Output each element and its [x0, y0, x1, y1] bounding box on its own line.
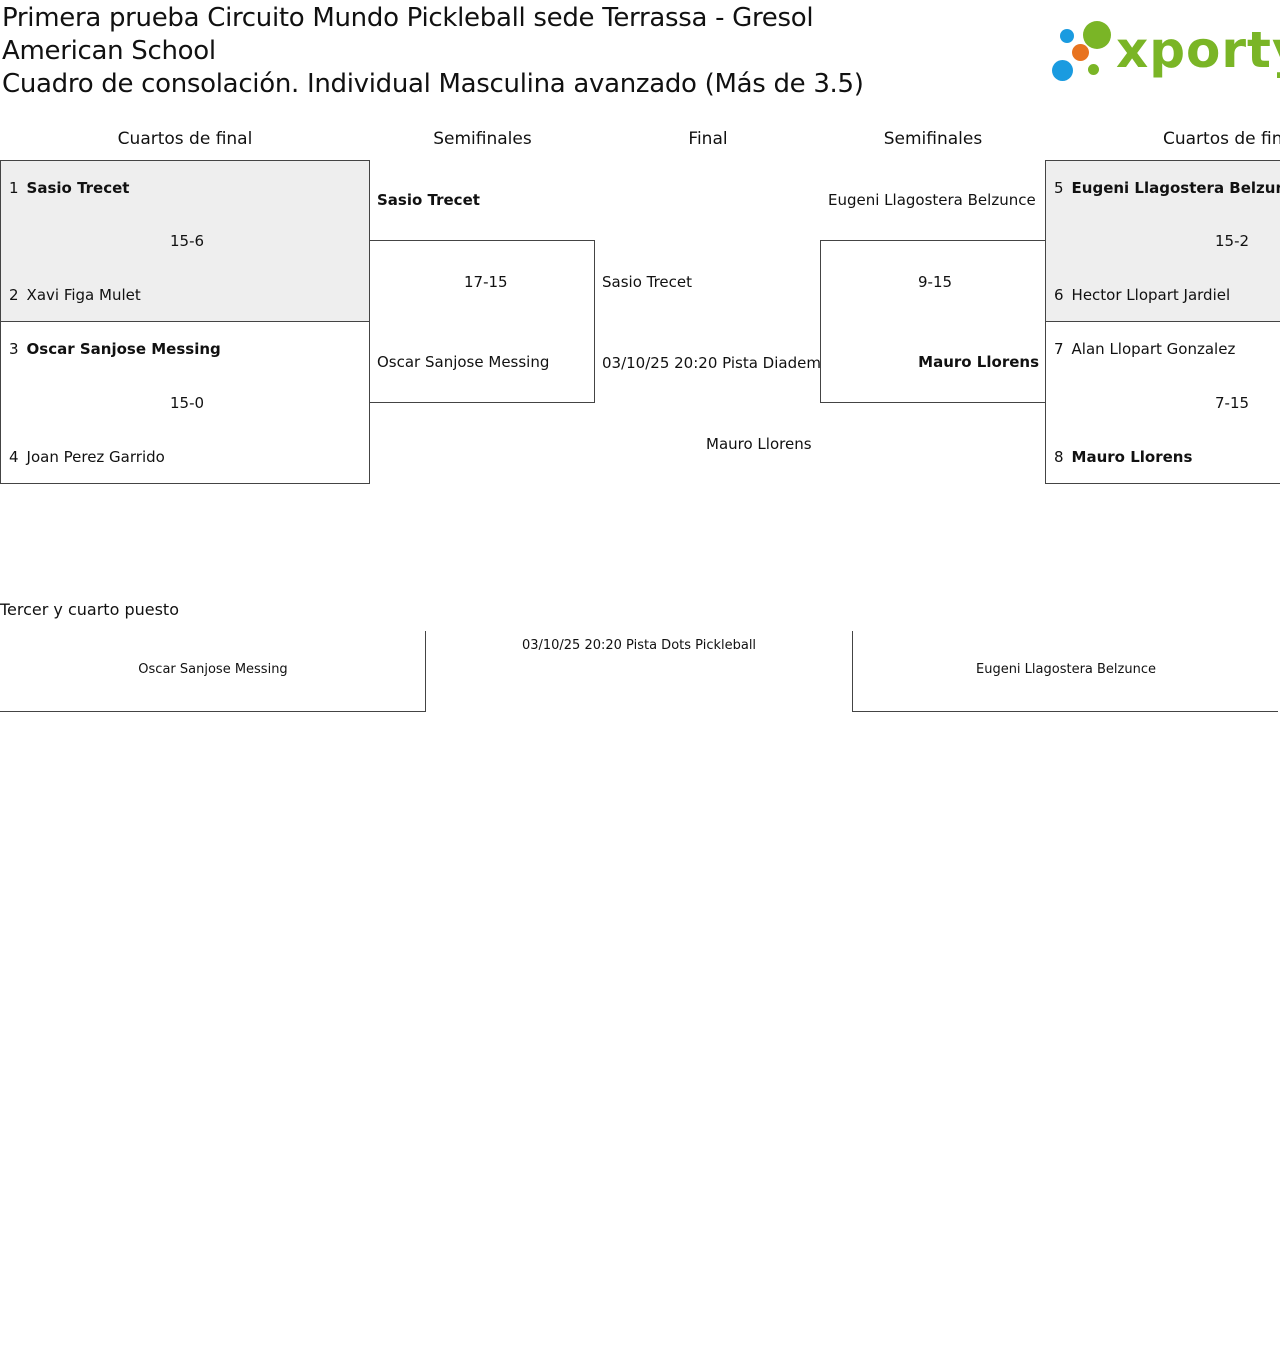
page-title: Primera prueba Circuito Mundo Pickleball… — [2, 2, 962, 101]
match-left-quarter-1[interactable]: 1 Sasio Trecet 15-6 2 Xavi Figa Mulet — [0, 160, 370, 322]
round-header-right-quarters: Cuartos de final — [1163, 129, 1280, 149]
player-entry: 5 Eugeni Llagostera Belzunce — [1054, 178, 1280, 198]
match-left-quarter-2[interactable]: 3 Oscar Sanjose Messing 15-0 4 Joan Perez … — [0, 321, 370, 484]
match-left-semi[interactable]: 17-15 Oscar Sanjose Messing — [370, 240, 595, 403]
player-name: Alan Llopart Gonzalez — [1071, 340, 1236, 358]
logo-text: xporty — [1116, 21, 1280, 79]
seed-number: 3 — [9, 340, 19, 358]
round-header-final: Final — [688, 129, 728, 149]
player-entry: 3 Oscar Sanjose Messing — [9, 339, 221, 359]
logo-dot-blue-large — [1052, 60, 1073, 81]
seed-number: 2 — [9, 286, 19, 304]
semi-right-top-player: Eugeni Llagostera Belzunce — [828, 191, 1036, 209]
match-score: 15-0 — [170, 394, 205, 412]
seed-number: 8 — [1054, 448, 1064, 466]
match-right-quarter-2[interactable]: 7 Alan Llopart Gonzalez 7-15 8 Mauro Llore… — [1045, 321, 1280, 484]
xporty-logo[interactable]: xporty — [1050, 18, 1280, 84]
player-entry: 6 Hector Llopart Jardiel — [1054, 285, 1230, 305]
semi-right-bottom-player: Mauro Llorens — [918, 353, 1039, 371]
player-name: Oscar Sanjose Messing — [26, 340, 221, 358]
player-name: Hector Llopart Jardiel — [1071, 286, 1231, 304]
match-score: 7-15 — [1215, 394, 1250, 412]
round-header-left-semis: Semifinales — [433, 129, 532, 149]
match-score: 15-2 — [1215, 232, 1250, 250]
match-score: 9-15 — [918, 273, 953, 291]
round-header-left-quarters: Cuartos de final — [117, 129, 253, 149]
title-line-1: Primera prueba Circuito Mundo Pickleball… — [2, 3, 814, 33]
logo-dot-orange — [1072, 44, 1089, 61]
seed-number: 5 — [1054, 179, 1064, 197]
seed-number: 4 — [9, 448, 19, 466]
player-entry: 1 Sasio Trecet — [9, 178, 129, 198]
logo-dot-blue-small — [1060, 29, 1074, 43]
player-entry: 4 Joan Perez Garrido — [9, 447, 165, 467]
final-schedule: 03/10/25 20:20 Pista Diadem — [602, 354, 821, 372]
title-line-3: Cuadro de consolación. Individual Mascul… — [2, 69, 864, 99]
title-line-2: American School — [2, 36, 216, 66]
seed-number: 6 — [1054, 286, 1064, 304]
final-top-player: Sasio Trecet — [602, 273, 693, 291]
round-header-right-semis: Semifinales — [883, 129, 983, 149]
match-score: 17-15 — [464, 273, 508, 291]
player-entry: 7 Alan Llopart Gonzalez — [1054, 339, 1235, 359]
player-name: Eugeni Llagostera Belzunce — [1071, 179, 1280, 197]
third-place-title: Tercer y cuarto puesto — [0, 600, 179, 619]
semi-left-top-player: Sasio Trecet — [377, 191, 480, 209]
seed-number: 7 — [1054, 340, 1064, 358]
semi-left-bottom-player: Oscar Sanjose Messing — [377, 353, 550, 371]
third-place-right-slot[interactable]: Eugeni Llagostera Belzunce — [852, 631, 1278, 712]
third-place-left-player: Oscar Sanjose Messing — [138, 662, 288, 677]
final-bottom-player: Mauro Llorens — [706, 435, 812, 453]
match-score: 15-6 — [170, 232, 205, 250]
match-right-quarter-1[interactable]: 5 Eugeni Llagostera Belzunce 15-2 6 Hector… — [1045, 160, 1280, 322]
player-name: Xavi Figa Mulet — [26, 286, 141, 304]
third-place-left-slot[interactable]: Oscar Sanjose Messing — [0, 631, 426, 712]
player-name: Sasio Trecet — [26, 179, 130, 197]
logo-dot-green-large — [1083, 21, 1111, 49]
player-name: Joan Perez Garrido — [26, 448, 165, 466]
logo-dot-green-small — [1088, 64, 1099, 75]
third-place-schedule: 03/10/25 20:20 Pista Dots Pickleball — [521, 638, 757, 653]
match-right-semi[interactable]: 9-15 Mauro Llorens — [820, 240, 1046, 403]
player-entry: 8 Mauro Llorens — [1054, 447, 1192, 467]
third-place-right-player: Eugeni Llagostera Belzunce — [975, 662, 1156, 677]
player-entry: 2 Xavi Figa Mulet — [9, 285, 141, 305]
player-name: Mauro Llorens — [1071, 448, 1193, 466]
seed-number: 1 — [9, 179, 19, 197]
